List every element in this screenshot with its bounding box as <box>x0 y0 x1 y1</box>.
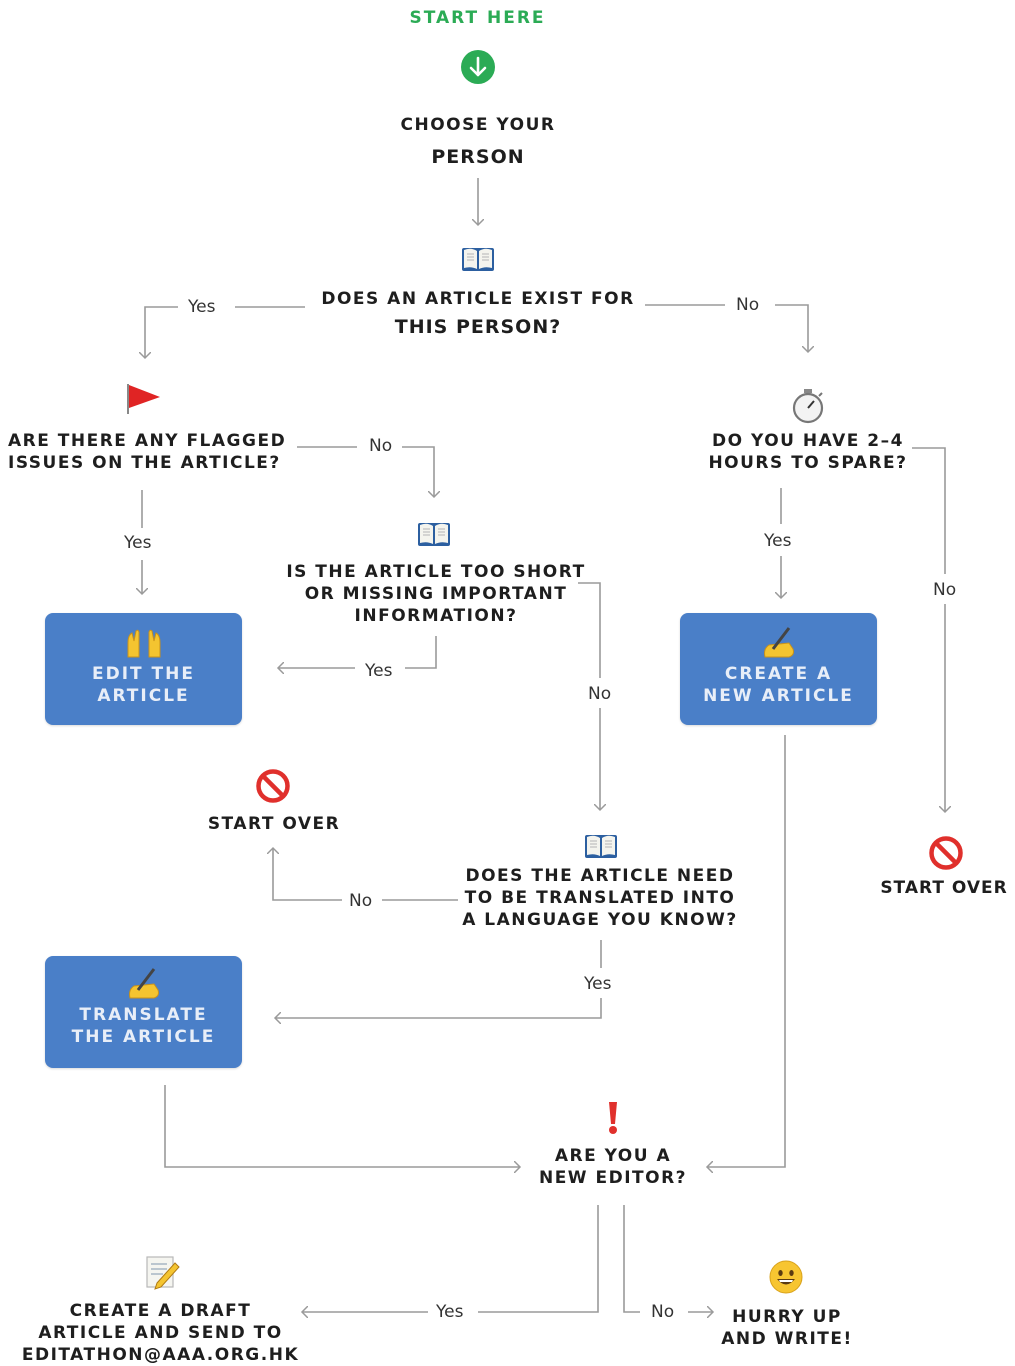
start-over-node-right: START OVER <box>880 878 1008 898</box>
connector-translate-no <box>273 848 458 901</box>
too-short-node: IS THE ARTICLE TOO SHORT OR MISSING IMPO… <box>286 561 586 627</box>
draft-node: CREATE A DRAFT ARTICLE AND SEND TO EDITA… <box>18 1300 303 1366</box>
connector-time-no <box>912 447 945 812</box>
article-exist-node: DOES AN ARTICLE EXIST FOR THIS PERSON? <box>318 288 638 338</box>
translate-article-box: TRANSLATE THE ARTICLE <box>45 956 242 1068</box>
exclamation-icon <box>609 1102 617 1134</box>
connector-exist-yes <box>145 306 305 358</box>
connector-short-yes <box>278 636 437 668</box>
edit-line-1: EDIT THE <box>91 664 195 684</box>
connector-short-no <box>578 582 600 810</box>
writing-hand-icon <box>763 627 794 658</box>
editor-no-label: No <box>645 1302 681 1322</box>
connector-editor-no <box>623 1205 713 1312</box>
connector-exist-no <box>645 304 808 352</box>
writing-hand-icon <box>128 968 159 999</box>
exist-no-label: No <box>730 295 766 315</box>
translate-box-line-2: THE ARTICLE <box>71 1027 216 1047</box>
connector-translatebox-to-editor <box>164 1085 520 1167</box>
translate-box-line-1: TRANSLATE <box>79 1005 208 1025</box>
book-icon <box>418 523 450 546</box>
prohibited-icon <box>929 836 963 870</box>
flagged-line-2: ISSUES ON THE ARTICLE? <box>8 453 281 473</box>
translate-yes-label: Yes <box>578 974 618 994</box>
translate-no-label: No <box>343 891 379 911</box>
short-line-1: IS THE ARTICLE TOO SHORT <box>286 562 586 582</box>
new-editor-node: ARE YOU A NEW EDITOR? <box>518 1145 708 1189</box>
hours-yes-label: Yes <box>758 531 798 551</box>
short-yes-label: Yes <box>359 661 399 681</box>
flagged-line-1: ARE THERE ANY FLAGGED <box>8 431 287 451</box>
book-icon <box>585 835 617 858</box>
flagged-issues-node: ARE THERE ANY FLAGGED ISSUES ON THE ARTI… <box>8 430 287 474</box>
draft-line-1: CREATE A DRAFT <box>69 1301 252 1321</box>
exist-line-2: THIS PERSON? <box>394 316 562 338</box>
prohibited-icon <box>256 769 290 803</box>
hurry-line-2: AND WRITE! <box>721 1329 853 1349</box>
hurry-line-1: HURRY UP <box>732 1307 842 1327</box>
draft-line-2: ARTICLE AND SEND TO <box>38 1323 283 1343</box>
translate-q-line-1: DOES THE ARTICLE NEED <box>465 866 735 886</box>
book-icon <box>462 248 494 271</box>
translate-question-node: DOES THE ARTICLE NEED TO BE TRANSLATED I… <box>460 865 740 931</box>
exist-line-1: DOES AN ARTICLE EXIST FOR <box>321 289 635 309</box>
short-no-label: No <box>582 684 618 704</box>
translate-q-line-3: A LANGUAGE YOU KNOW? <box>462 910 738 930</box>
memo-icon <box>146 1256 180 1290</box>
start-over-node-left: START OVER <box>207 814 341 834</box>
choose-line-1: CHOOSE YOUR <box>400 115 556 135</box>
choose-line-2: PERSON <box>431 146 525 168</box>
editor-yes-label: Yes <box>430 1302 470 1322</box>
hours-to-spare-node: DO YOU HAVE 2–4 HOURS TO SPARE? <box>698 430 918 474</box>
create-line-2: NEW ARTICLE <box>703 686 854 706</box>
edit-line-2: ARTICLE <box>97 686 190 706</box>
flagged-yes-label: Yes <box>118 533 158 553</box>
start-here-label: START HERE <box>409 8 546 28</box>
smiley-icon <box>769 1260 803 1294</box>
flagged-no-label: No <box>363 436 399 456</box>
connector-create-to-editor <box>707 735 786 1167</box>
connector-flagged-no <box>297 446 434 497</box>
stopwatch-icon <box>792 389 824 424</box>
red-flag-icon <box>127 384 160 414</box>
hours-line-2: HOURS TO SPARE? <box>708 453 908 473</box>
edit-article-box: EDIT THE ARTICLE <box>45 613 242 725</box>
editor-line-2: NEW EDITOR? <box>538 1168 688 1188</box>
short-line-2: OR MISSING IMPORTANT <box>304 584 568 604</box>
connector-translate-yes <box>275 940 602 1018</box>
create-article-box: CREATE A NEW ARTICLE <box>680 613 877 725</box>
draft-line-3: EDITATHON@AAA.ORG.HK <box>21 1345 300 1365</box>
arrow-down-circle-icon <box>461 50 495 84</box>
exist-yes-label: Yes <box>182 297 222 317</box>
short-line-3: INFORMATION? <box>354 606 518 626</box>
hours-no-label: No <box>927 580 963 600</box>
connector-editor-yes <box>302 1205 599 1312</box>
choose-person-node: CHOOSE YOUR PERSON <box>378 114 578 168</box>
hours-line-1: DO YOU HAVE 2–4 <box>712 431 904 451</box>
create-line-1: CREATE A <box>724 664 833 684</box>
translate-q-line-2: TO BE TRANSLATED INTO <box>464 888 736 908</box>
hurry-node: HURRY UP AND WRITE! <box>712 1306 862 1350</box>
editor-line-1: ARE YOU A <box>554 1146 672 1166</box>
raised-hands-icon <box>127 629 160 658</box>
